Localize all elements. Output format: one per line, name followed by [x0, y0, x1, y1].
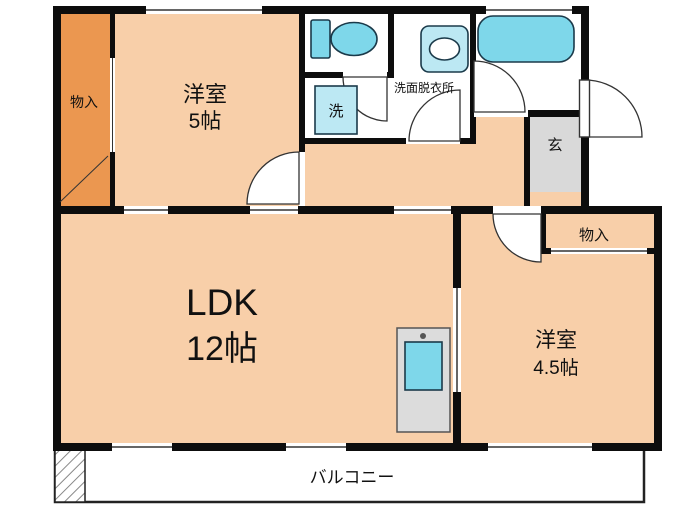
label-ldk-name: LDK — [186, 282, 258, 323]
toilet-bowl — [330, 21, 378, 57]
door-gap-toilet — [343, 72, 387, 78]
room-ldk — [57, 210, 457, 447]
washing-machine — [314, 85, 358, 135]
wall-closet-right-left — [541, 214, 546, 254]
label-closet-right: 物入 — [579, 227, 609, 244]
door-arc-bedroom45 — [492, 213, 542, 263]
label-bedroom5-name: 洋室 — [183, 82, 227, 107]
wall-bath-left — [470, 6, 476, 144]
wall-right-lower — [654, 206, 662, 451]
wall-middle-horizontal — [53, 206, 662, 214]
wall-genkan-left — [524, 110, 530, 214]
entrance-door-leaf — [578, 79, 591, 138]
toilet-tank — [310, 19, 331, 59]
kitchen-faucet-icon — [420, 333, 426, 339]
room-closet-left — [53, 6, 115, 210]
label-bedroom45-size: 4.5帖 — [533, 357, 578, 379]
door-arc-washroom — [408, 89, 461, 142]
door-gap-bedroom45 — [493, 206, 541, 214]
wall-bottom — [53, 443, 662, 451]
wall-top — [53, 6, 589, 14]
label-ldk-size: 12帖 — [186, 330, 258, 368]
label-washroom: 洗面脱衣所 — [394, 80, 454, 95]
bathtub — [477, 15, 575, 63]
wall-left — [53, 6, 61, 451]
label-balcony: バルコニー — [310, 468, 395, 487]
label-washing-machine: 洗 — [328, 103, 343, 120]
hall-floor — [302, 138, 476, 214]
door-gap-bath — [474, 110, 528, 117]
wall-bedroom5-right — [299, 6, 305, 206]
wall-washroom-bottom — [302, 138, 476, 144]
balcony-partition-hatch — [54, 448, 86, 503]
door-arc-bedroom5 — [246, 151, 300, 205]
kitchen-sink — [404, 341, 443, 391]
label-bedroom45-name: 洋室 — [535, 329, 577, 352]
door-arc-entrance — [584, 79, 643, 138]
closet-left-diagonal — [59, 155, 109, 203]
wall-toilet-right — [388, 6, 394, 78]
label-genkan: 玄 — [547, 137, 562, 154]
washbasin-bowl — [428, 37, 461, 61]
room-genkan — [530, 117, 581, 192]
label-closet-left: 物入 — [70, 94, 98, 110]
door-gap-bedroom5 — [299, 152, 305, 206]
label-bedroom5-size: 5帖 — [189, 110, 222, 133]
door-arc-bath — [473, 60, 526, 113]
